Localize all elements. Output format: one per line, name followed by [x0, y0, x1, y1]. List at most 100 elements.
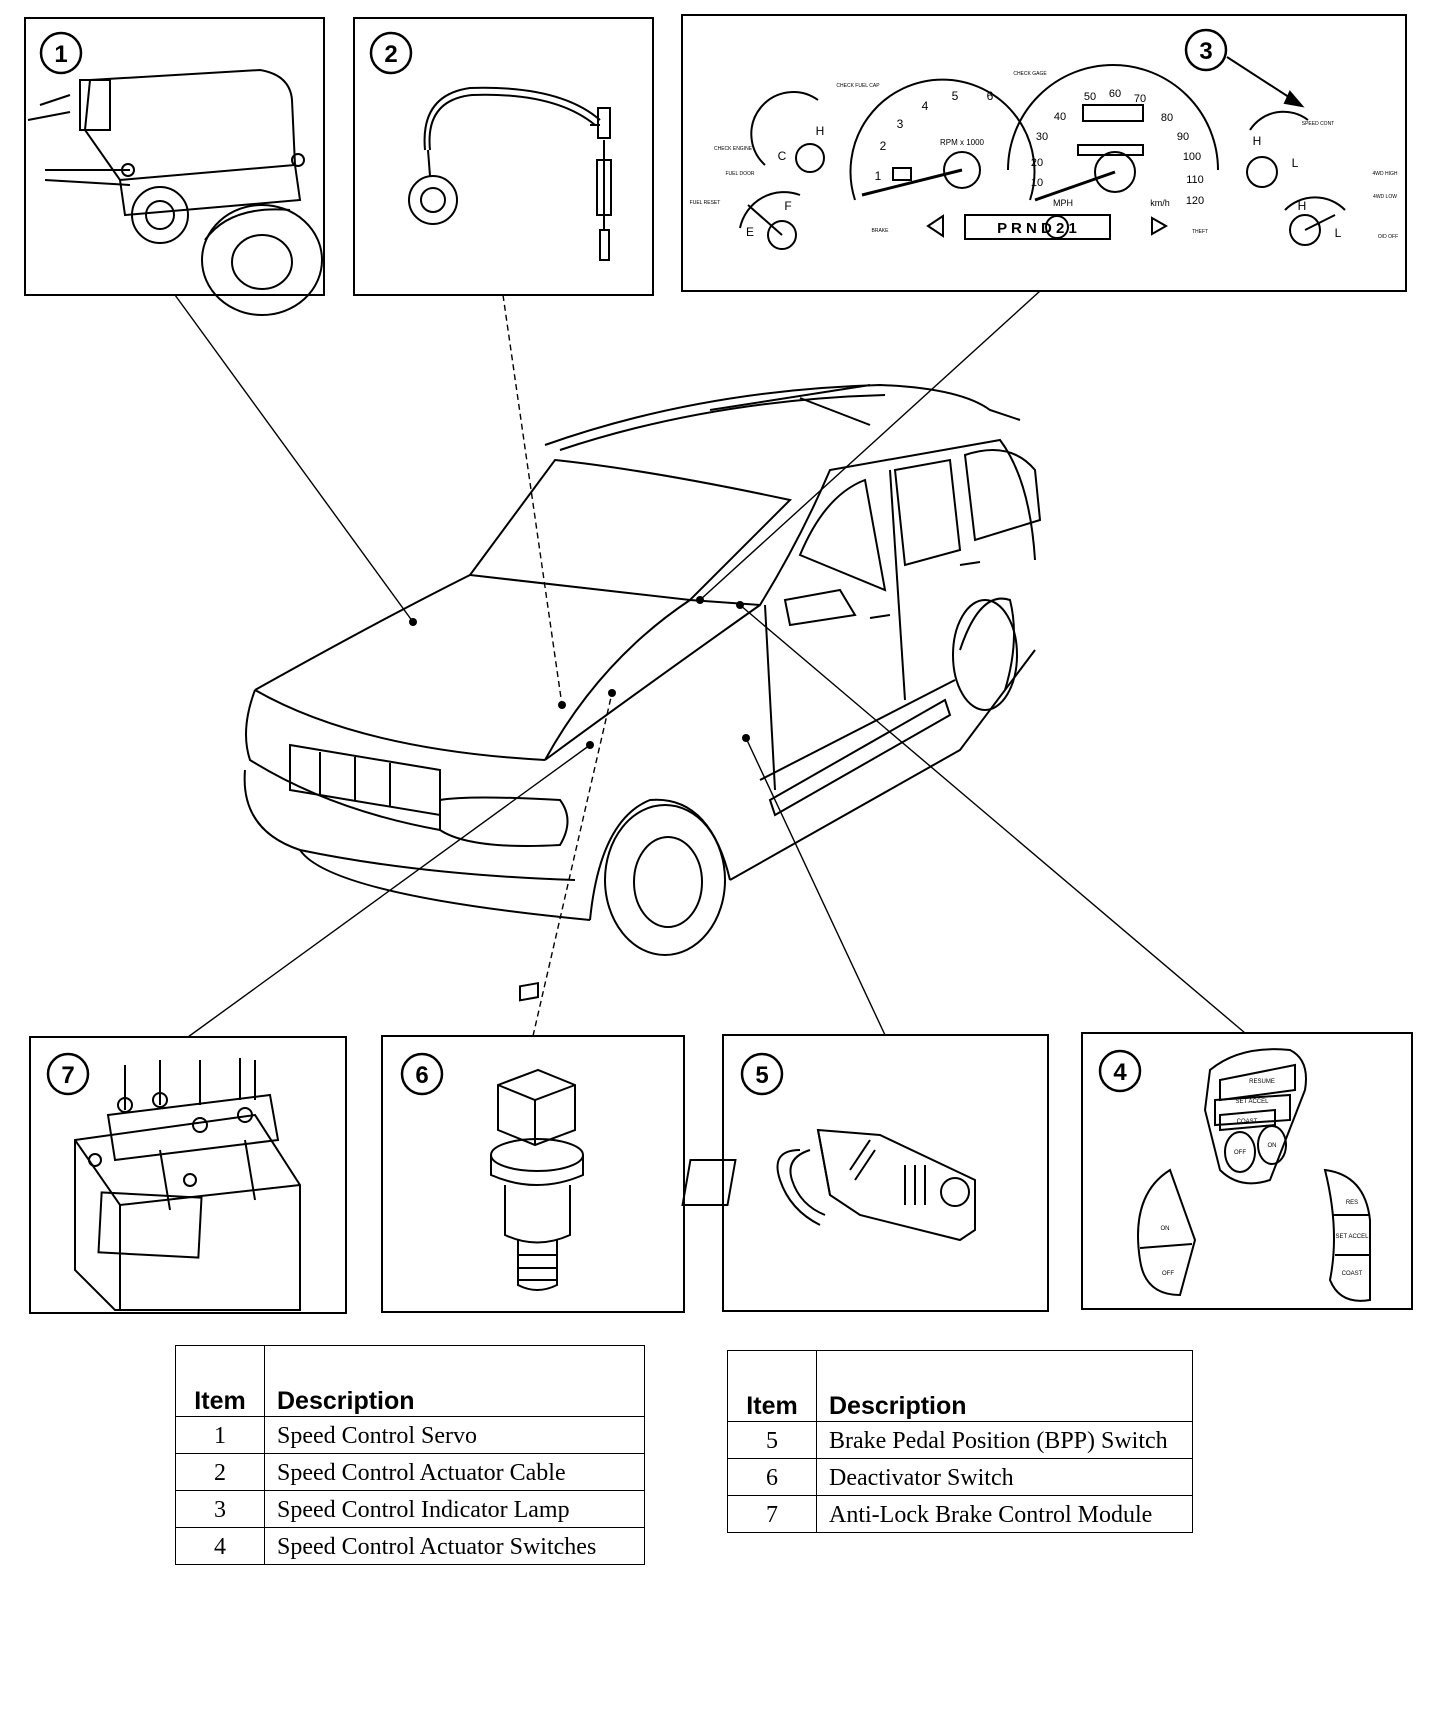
callout-7-circle: [46, 1052, 90, 1096]
instrument-cluster-illustration: [739, 56, 1346, 250]
right-switch-res: RES: [1346, 1200, 1358, 1206]
speed-tick-70: 70: [1134, 93, 1146, 105]
abs-module-illustration: [74, 1058, 301, 1311]
speed-tick-40: 40: [1054, 111, 1066, 123]
speed-tick-60: 60: [1109, 88, 1121, 100]
row-description: Brake Pedal Position (BPP) Switch: [816, 1421, 1193, 1459]
panel-4-frame: [1081, 1032, 1413, 1310]
row-item: 7: [727, 1495, 817, 1533]
label-check-fuel-cap: CHECK FUEL CAP: [836, 83, 880, 89]
speed-tick-110: 110: [1186, 174, 1204, 186]
label-4wd-low: 4WD LOW: [1373, 194, 1397, 200]
speed-tick-20: 20: [1031, 157, 1043, 169]
label-brake: BRAKE: [872, 228, 890, 234]
header-item: Item: [175, 1345, 265, 1417]
oil-label-h: H: [1253, 134, 1262, 148]
items-table-left: Item Description 1 Speed Control Servo 2…: [175, 1345, 645, 1565]
speed-tick-10: 10: [1031, 177, 1043, 189]
table-row: 3 Speed Control Indicator Lamp: [175, 1490, 645, 1528]
tach-tick-2: 2: [880, 139, 887, 153]
actuator-switches-illustration: [1137, 1048, 1371, 1302]
speed-tick-90: 90: [1177, 131, 1189, 143]
row-description: Speed Control Actuator Cable: [264, 1453, 645, 1491]
callout-2-label: 2: [384, 41, 397, 68]
tach-tick-3: 3: [897, 117, 904, 131]
tach-tick-5: 5: [952, 89, 959, 103]
table-row: 2 Speed Control Actuator Cable: [175, 1453, 645, 1491]
bpp-switch-illustration: [681, 1128, 976, 1242]
header-description: Description: [264, 1345, 645, 1417]
volt-label-l: L: [1335, 226, 1342, 240]
tach-tick-6: 6: [987, 89, 994, 103]
switch-off: OFF: [1234, 1150, 1246, 1156]
temp-label-h: H: [816, 124, 825, 138]
row-item: 3: [175, 1490, 265, 1528]
row-item: 2: [175, 1453, 265, 1491]
speed-tick-30: 30: [1036, 131, 1048, 143]
tach-unit: RPM x 1000: [940, 138, 985, 147]
tach-tick-4: 4: [922, 99, 929, 113]
row-item: 5: [727, 1421, 817, 1459]
table-header-row: Item Description: [175, 1345, 645, 1417]
panel-1-frame: [24, 17, 325, 296]
speed-unit-kmh: km/h: [1150, 198, 1170, 208]
panel-3-frame: [681, 14, 1407, 292]
actuator-cable-illustration: [408, 86, 612, 261]
row-description: Speed Control Indicator Lamp: [264, 1490, 645, 1528]
row-description: Anti-Lock Brake Control Module: [816, 1495, 1193, 1533]
fuel-label-f: F: [784, 199, 791, 213]
callout-6-circle: [400, 1052, 444, 1096]
right-switch-coast: COAST: [1342, 1271, 1363, 1277]
label-fuel-door: FUEL DOOR: [726, 171, 755, 177]
header-description: Description: [816, 1350, 1193, 1422]
volt-label-h: H: [1298, 199, 1307, 213]
callout-3-label: 3: [1199, 38, 1212, 65]
callout-1-circle: [39, 31, 83, 75]
label-od-off: O/D OFF: [1378, 234, 1398, 240]
callout-5-circle: [740, 1052, 784, 1096]
header-item: Item: [727, 1350, 817, 1422]
row-item: 6: [727, 1458, 817, 1496]
tach-tick-1: 1: [875, 169, 882, 183]
table-row: 5 Brake Pedal Position (BPP) Switch: [727, 1421, 1193, 1459]
row-item: 4: [175, 1527, 265, 1565]
table-row: 7 Anti-Lock Brake Control Module: [727, 1495, 1193, 1533]
callout-5-label: 5: [755, 1062, 768, 1089]
leader-lines: [174, 290, 1246, 1038]
label-speed-cont: SPEED CONT: [1302, 121, 1335, 127]
prndl-indicator: P R N D 2 1: [997, 220, 1077, 237]
table-row: 4 Speed Control Actuator Switches: [175, 1527, 645, 1565]
right-switch-set-accel: SET ACCEL: [1336, 1234, 1370, 1240]
table-row: 6 Deactivator Switch: [727, 1458, 1193, 1496]
speed-control-servo-illustration: [27, 68, 323, 316]
label-4wd-high: 4WD HIGH: [1373, 171, 1398, 177]
row-description: Deactivator Switch: [816, 1458, 1193, 1496]
speed-tick-80: 80: [1161, 112, 1173, 124]
row-description: Speed Control Actuator Switches: [264, 1527, 645, 1565]
row-description: Speed Control Servo: [264, 1416, 645, 1454]
label-fuel-reset: FUEL RESET: [690, 200, 721, 206]
callout-1-label: 1: [54, 41, 67, 68]
label-check-gage: CHECK GAGE: [1013, 71, 1047, 77]
switch-resume: RESUME: [1249, 1079, 1275, 1085]
speed-tick-120: 120: [1186, 195, 1204, 207]
label-theft: THEFT: [1192, 229, 1208, 235]
callout-7-label: 7: [61, 1062, 74, 1089]
speed-tick-50: 50: [1084, 91, 1096, 103]
callout-6-label: 6: [415, 1062, 428, 1089]
label-check-engine: CHECK ENGINE: [714, 146, 753, 152]
items-table-right: Item Description 5 Brake Pedal Position …: [727, 1350, 1193, 1533]
callout-4-circle: [1098, 1049, 1142, 1093]
callout-4-label: 4: [1113, 1059, 1127, 1086]
speed-tick-100: 100: [1183, 151, 1201, 163]
temp-label-c: C: [778, 149, 787, 163]
switch-coast: COAST: [1237, 1119, 1258, 1125]
vehicle-illustration: [243, 383, 1042, 956]
fuel-label-e: E: [746, 225, 754, 239]
panel-5-frame: [722, 1034, 1049, 1312]
callout-3-circle: [1184, 28, 1228, 72]
table-row: 1 Speed Control Servo: [175, 1416, 645, 1454]
row-item: 1: [175, 1416, 265, 1454]
speed-unit-mph: MPH: [1053, 198, 1073, 208]
